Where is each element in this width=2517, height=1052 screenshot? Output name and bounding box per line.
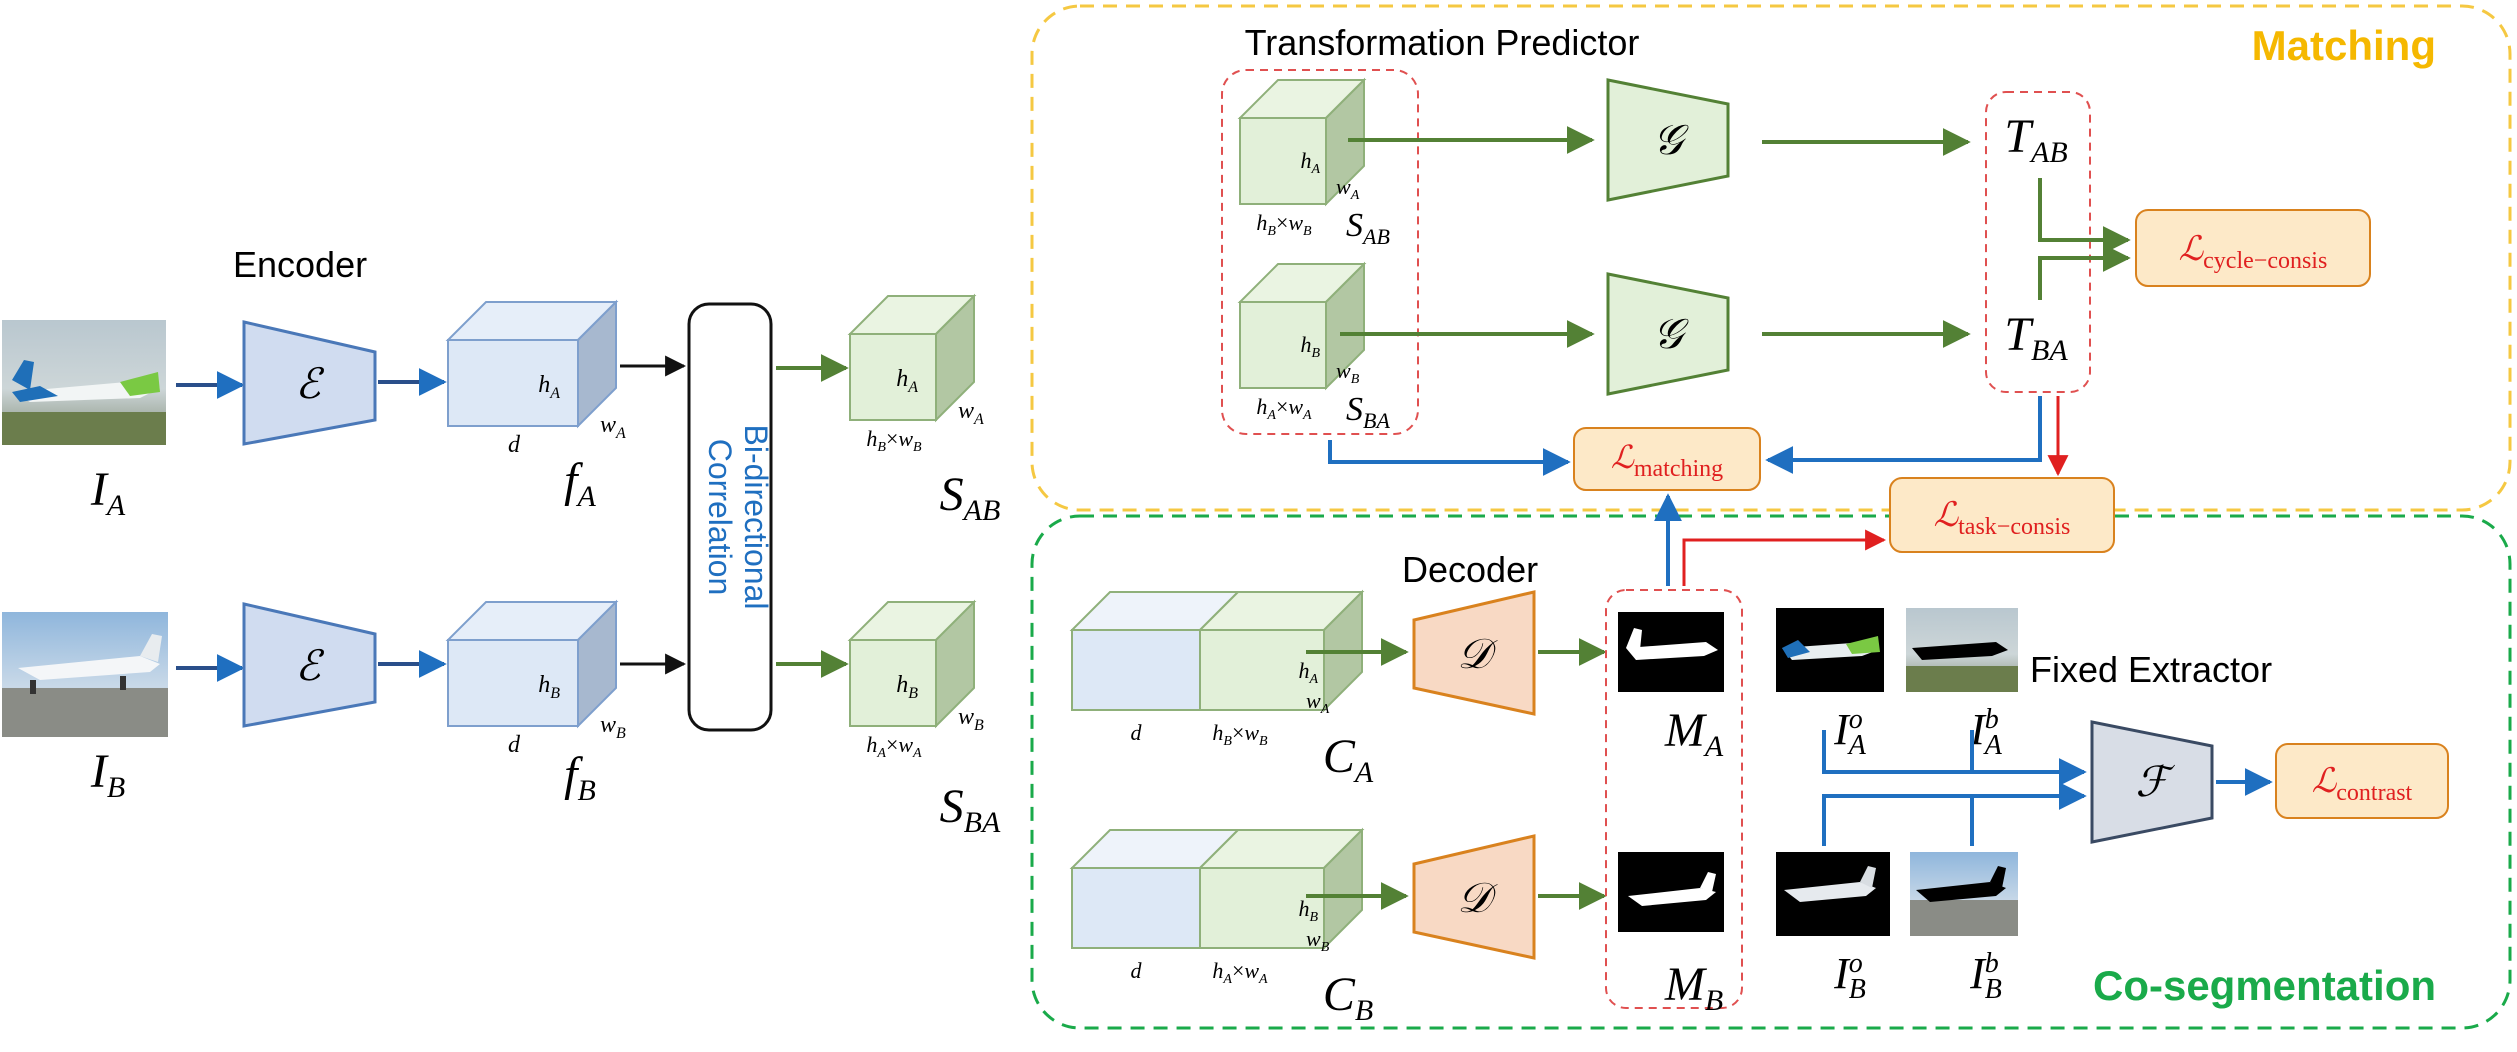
svg-text:ℰ: ℰ (295, 644, 325, 690)
background-image-B (1910, 852, 2018, 936)
svg-text:wA: wA (600, 412, 626, 442)
svg-text:wB: wB (958, 704, 984, 734)
svg-text:wB: wB (600, 712, 626, 742)
label-f-B: fB (564, 748, 596, 807)
svg-text:ℰ: ℰ (295, 362, 325, 408)
svg-text:wA: wA (1306, 688, 1330, 717)
input-image-A (2, 320, 166, 445)
mask-group-box (1605, 589, 1743, 1009)
predictor-cube-SAB: hA wA hB×wB SAB (1237, 77, 1390, 249)
fixed-extractor-F: ℱ (2090, 720, 2214, 844)
svg-text:ℒtask−consis: ℒtask−consis (1934, 497, 2071, 540)
svg-text:hA: hA (1300, 148, 1320, 177)
transformation-predictor-G-top: 𝒢 (1606, 78, 1730, 202)
svg-text:hA: hA (1298, 658, 1318, 687)
loss-cycle-consistency: ℒcycle−consis (2135, 209, 2371, 287)
svg-text:hB×wB: hB×wB (1256, 210, 1312, 239)
label-I-B: IB (90, 745, 125, 804)
mask-MB (1618, 852, 1724, 932)
bidirectional-correlation-block: Bi-directional Correlation (687, 302, 774, 732)
svg-text:wA: wA (958, 398, 984, 428)
arrow-TBA-to-cycle-loss (2038, 244, 2131, 300)
svg-text:SBA: SBA (1346, 391, 1390, 433)
arrow-masks-to-task-loss (1682, 529, 1887, 586)
decoder-B: 𝒟 (1412, 834, 1536, 960)
input-image-B (2, 612, 168, 737)
correlation-cube-SAB: hA wA hB×wB (847, 293, 984, 455)
label-M-B: MB (1664, 958, 1723, 1017)
svg-text:Bi-directional: Bi-directional (738, 425, 774, 610)
svg-text:hA: hA (896, 366, 918, 396)
encoder-A: ℰ (242, 320, 377, 446)
label-C-B: CB (1323, 968, 1373, 1027)
svg-text:hA×wA: hA×wA (1256, 394, 1312, 423)
svg-text:SAB: SAB (1346, 207, 1390, 249)
label-S-BA: SBA (940, 780, 1001, 839)
svg-text:wB: wB (1306, 926, 1330, 955)
decoder-A: 𝒟 (1412, 590, 1536, 716)
svg-text:hA×wA: hA×wA (866, 732, 922, 761)
feature-cube-fA: hA wA d (445, 299, 626, 458)
svg-text:hA×wA: hA×wA (1212, 958, 1268, 987)
svg-text:wA: wA (1336, 174, 1360, 203)
label-I-A: IA (90, 463, 126, 522)
svg-text:hB×wB: hB×wB (1212, 720, 1268, 749)
matching-region (1030, 4, 2512, 512)
label-C-A: CA (1323, 730, 1374, 789)
matching-title: Matching (2252, 22, 2436, 69)
loss-task-consistency: ℒtask−consis (1889, 477, 2115, 553)
arrow-IAo-to-extractor (1822, 730, 2087, 786)
label-T-BA: TBA (2004, 308, 2068, 367)
svg-text:ℒcontrast: ℒcontrast (2312, 763, 2413, 806)
svg-text:hA: hA (538, 372, 560, 402)
concat-block-CB: hB wB d hA×wA (1069, 827, 1365, 987)
svg-text:d: d (508, 732, 521, 758)
loss-contrast: ℒcontrast (2275, 743, 2449, 819)
svg-text:ℒmatching: ℒmatching (1611, 439, 1723, 482)
arrow-TAB-to-cycle-loss (2038, 178, 2131, 254)
label-M-A: MA (1664, 704, 1724, 763)
svg-text:wB: wB (1336, 358, 1360, 387)
arrow-correlation-group-to-matching-loss (1328, 440, 1571, 476)
label-T-AB: TAB (2004, 110, 2067, 169)
svg-text:hB: hB (1298, 896, 1318, 925)
encoder-label: Encoder (233, 244, 367, 285)
co-segmentation-title: Co-segmentation (2093, 962, 2436, 1009)
svg-text:hB: hB (896, 672, 918, 702)
arrow-IBo-to-extractor (1822, 782, 2087, 846)
transformation-predictor-label: Transformation Predictor (1245, 22, 1640, 63)
svg-text:Correlation: Correlation (702, 439, 738, 596)
svg-text:d: d (508, 432, 521, 458)
correlation-group-box (1221, 69, 1419, 435)
feature-cube-fB: hB wB d (445, 599, 626, 758)
svg-text:hB: hB (1300, 332, 1320, 361)
co-segmentation-region (1030, 514, 2512, 1030)
svg-text:d: d (1131, 720, 1143, 745)
predictor-cube-SBA: hB wB hA×wA SBA (1237, 261, 1390, 433)
object-image-B (1776, 852, 1890, 936)
correlation-cube-SBA: hB wB hA×wA (847, 599, 984, 761)
arrow-transformation-group-to-matching-loss (1765, 396, 2042, 474)
svg-text:hB: hB (538, 672, 560, 702)
decoder-label: Decoder (1402, 549, 1538, 590)
svg-text:d: d (1131, 958, 1143, 983)
background-image-A (1906, 608, 2018, 692)
fixed-extractor-label: Fixed Extractor (2030, 649, 2272, 690)
label-f-A: fA (564, 454, 596, 513)
encoder-B: ℰ (242, 602, 377, 728)
svg-text:ℒcycle−consis: ℒcycle−consis (2179, 231, 2328, 274)
object-image-A (1776, 608, 1884, 692)
label-S-AB: SAB (940, 468, 1001, 527)
mask-MA (1618, 612, 1724, 692)
transformation-predictor-G-bottom: 𝒢 (1606, 272, 1730, 396)
concat-block-CA: hA wA d hB×wB (1069, 589, 1365, 749)
loss-matching: ℒmatching (1573, 427, 1761, 491)
svg-text:hB×wB: hB×wB (866, 426, 922, 455)
